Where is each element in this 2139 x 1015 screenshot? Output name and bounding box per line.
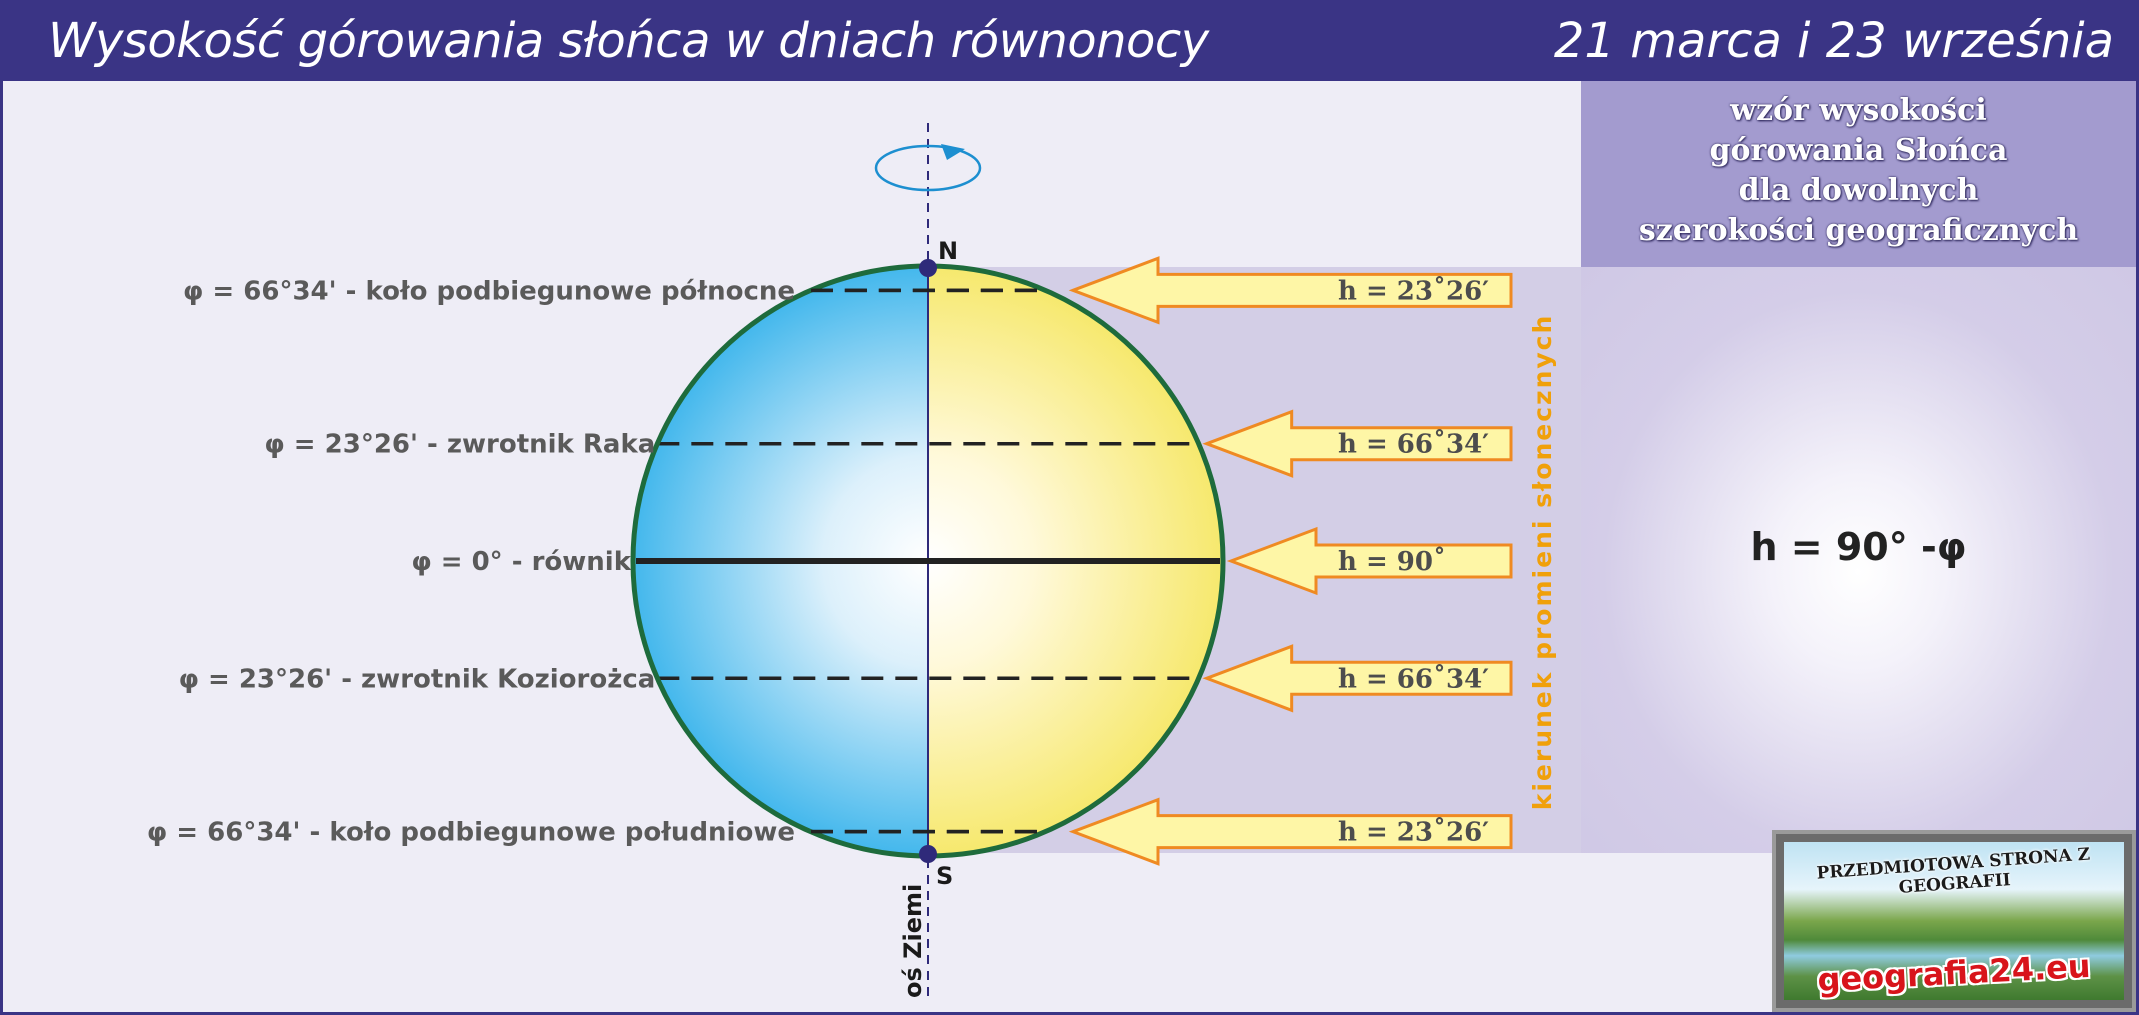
north-pole-dot — [919, 259, 937, 277]
equinox-dates: 21 marca i 23 września — [1553, 13, 2114, 69]
sun-rays-label: kierunek promieni słonecznych — [1528, 314, 1557, 811]
sun-height-label-tropic-of-cancer: h = 66˚34′ — [1338, 430, 1489, 460]
sun-height-label-antarctic-circle: h = 23˚26′ — [1338, 818, 1489, 848]
sun-height-label-tropic-of-capricorn: h = 66˚34′ — [1338, 664, 1489, 694]
logo-landscape-image: PRZEDMIOTOWA STRONA Z GEOGRAFII geografi… — [1784, 842, 2124, 1000]
sun-ray-arrow-antarctic-circle — [1068, 797, 1513, 866]
latitude-label-equator: φ = 0° - równik — [411, 547, 631, 577]
title-bar: Wysokość górowania słońca w dniach równo… — [3, 3, 2136, 81]
formula-description: wzór wysokości górowania Słońca dla dowo… — [1581, 91, 2136, 251]
latitude-label-tropic-of-capricorn: φ = 23°26' - zwrotnik Koziorożca — [179, 664, 656, 694]
formula-panel: h = 90° -φ — [1581, 267, 2136, 853]
south-pole-dot — [919, 845, 937, 863]
south-pole-label: S — [936, 862, 953, 890]
sun-height-label-arctic-circle: h = 23˚26′ — [1338, 276, 1489, 306]
logo-site-name: geografia24.eu — [1816, 946, 2092, 1000]
sun-ray-arrow-equator — [1226, 526, 1513, 596]
rotation-arrow-icon — [874, 144, 982, 192]
globe — [630, 263, 1226, 859]
sun-ray-arrow-tropic-of-cancer — [1202, 409, 1513, 478]
sun-height-formula: h = 90° -φ — [1750, 525, 1967, 569]
logo-tagline: PRZEDMIOTOWA STRONA Z GEOGRAFII — [1815, 844, 2091, 898]
formula-description-line: szerokości geograficznych — [1638, 213, 2079, 248]
site-logo: PRZEDMIOTOWA STRONA Z GEOGRAFII geografi… — [1772, 830, 2136, 1012]
equinox-diagram: N S oś Ziemi φ = 66°34' - koło podbiegun… — [147, 123, 1581, 998]
latitude-label-tropic-of-cancer: φ = 23°26' - zwrotnik Raka — [264, 430, 655, 460]
formula-description-line: wzór wysokości — [1730, 93, 1987, 128]
formula-panel-header: wzór wysokości górowania Słońca dla dowo… — [1581, 81, 2136, 267]
formula-description-line: górowania Słońca — [1709, 133, 2008, 168]
sun-ray-arrow-arctic-circle — [1068, 256, 1513, 325]
sun-height-label-equator: h = 90˚ — [1338, 547, 1446, 577]
earth-axis-label: oś Ziemi — [899, 884, 927, 998]
sun-ray-arrow-tropic-of-capricorn — [1202, 644, 1513, 713]
north-pole-label: N — [938, 237, 958, 265]
page-title: Wysokość górowania słońca w dniach równo… — [48, 13, 1209, 69]
formula-description-line: dla dowolnych — [1738, 173, 1979, 208]
latitude-label-antarctic-circle: φ = 66°34' - koło podbiegunowe południow… — [147, 818, 795, 848]
latitude-label-arctic-circle: φ = 66°34' - koło podbiegunowe północne — [183, 276, 795, 306]
